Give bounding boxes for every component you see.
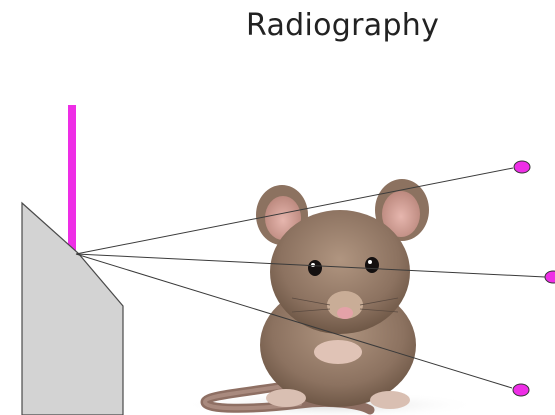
xray-beam <box>68 105 76 253</box>
mouse-subject <box>180 179 480 415</box>
detector-bottom <box>513 384 529 396</box>
detector-top <box>514 161 530 173</box>
detector-middle <box>545 271 555 283</box>
